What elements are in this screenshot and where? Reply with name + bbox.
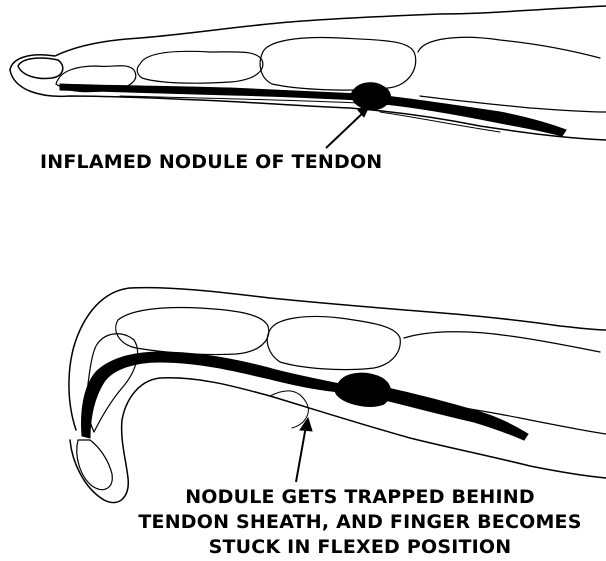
- arrow-bottom-head: [300, 418, 312, 431]
- middle-phalanx: [137, 51, 263, 83]
- flexed-metacarpal: [404, 332, 600, 352]
- trapped-nodule-bottom: [335, 373, 391, 406]
- fingernail: [18, 58, 63, 79]
- caption-line-3: STUCK IN FLEXED POSITION: [114, 535, 606, 560]
- inflamed-nodule-top: [352, 83, 391, 110]
- arrow-top: [326, 110, 366, 148]
- flexed-finger-tendon: [82, 352, 528, 482]
- caption-trapped-nodule: NODULE GETS TRAPPED BEHIND TENDON SHEATH…: [114, 485, 606, 560]
- arrow-bottom: [296, 426, 306, 482]
- flexed-middle-phalanx: [116, 308, 269, 355]
- straight-finger-tendon: [60, 83, 566, 148]
- tendon-bottom: [82, 352, 340, 438]
- metacarpal-head: [418, 37, 600, 58]
- tendon-top: [60, 84, 360, 100]
- finger-outline-bottom: [10, 70, 606, 140]
- flexed-proximal-phalanx: [267, 317, 400, 370]
- caption-line-2: TENDON SHEATH, AND FINGER BECOMES: [114, 510, 606, 535]
- flexed-sheath: [270, 391, 308, 428]
- proximal-phalanx: [260, 38, 416, 91]
- caption-inflamed-nodule: INFLAMED NODULE OF TENDON: [40, 150, 382, 175]
- caption-line-1: NODULE GETS TRAPPED BEHIND: [114, 485, 606, 510]
- flexed-nail: [77, 440, 112, 490]
